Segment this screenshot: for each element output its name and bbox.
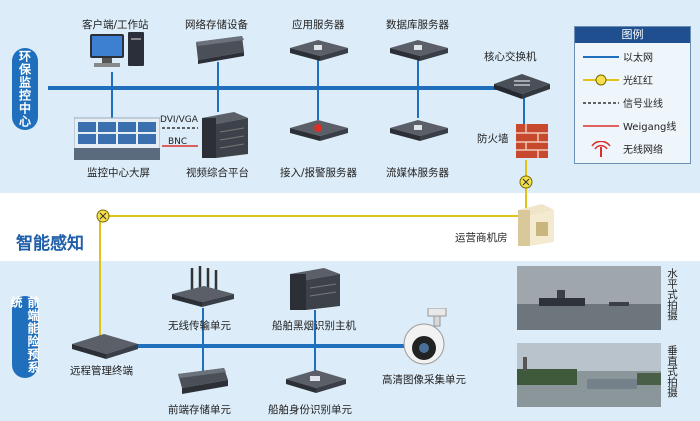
section-label-top: 环保监控中心 [12, 48, 38, 130]
legend-item-signal: 信号业线 [583, 99, 663, 110]
video-platform-label: 视频综合平台 [186, 167, 249, 179]
legend-item-fiber: 光红红 [575, 72, 690, 88]
legend-title: 图例 [575, 27, 690, 43]
front-storage-icon [178, 368, 228, 394]
remote-terminal-label: 远程管理终端 [70, 365, 133, 377]
wireless-unit-label: 无线传输单元 [168, 320, 231, 332]
app-server-label: 应用服务器 [292, 19, 345, 31]
middle-section-title: 智能感知 [16, 234, 84, 254]
section-label-bottom: 前端能险预系统 [9, 296, 40, 378]
wireless-icon [591, 141, 611, 157]
ship-smoke-host-icon [290, 268, 340, 310]
client-workstation-icon [90, 32, 144, 67]
fiber-connector-top [519, 175, 533, 189]
fiber-connector-left [96, 209, 110, 223]
stream-server-icon [390, 120, 448, 141]
core-switch-label: 核心交换机 [484, 51, 537, 63]
access-alarm-server-label: 接入/报警服务器 [280, 167, 358, 179]
front-storage-label: 前端存储单元 [168, 404, 231, 416]
hd-camera-icon [403, 308, 447, 365]
legend-item-weigang: Weigang线 [583, 122, 677, 133]
photo-horizontal-caption: 水平式拍摄 [666, 268, 678, 321]
network-storage-icon [196, 36, 244, 64]
photo-horizontal [517, 266, 661, 330]
legend: 图例 以太网 光红红 信号业线 Weigang线 无线网络 [574, 26, 691, 164]
ship-id-unit-icon [286, 370, 346, 393]
legend-item-wireless: 无线网络 [575, 141, 690, 157]
dvi-vga-label: DVI/VGA [160, 115, 198, 125]
network-storage-label: 网络存储设备 [185, 19, 248, 31]
remote-terminal-icon [72, 334, 138, 359]
wireless-unit-icon [172, 266, 234, 307]
stream-server-label: 流媒体服务器 [386, 167, 449, 179]
legend-item-ethernet: 以太网 [583, 53, 653, 64]
hd-camera-label: 高清图像采集单元 [382, 374, 466, 386]
video-wall-label: 监控中心大屏 [87, 167, 150, 179]
operator-room-icon [518, 204, 554, 246]
db-server-icon [390, 40, 448, 61]
core-switch-icon [494, 74, 550, 99]
firewall-icon [516, 124, 548, 158]
firewall-label: 防火墙 [477, 133, 509, 145]
video-platform-icon [202, 112, 248, 158]
bnc-label: BNC [168, 137, 188, 147]
video-wall-icon [74, 117, 160, 160]
photo-vertical-caption: 垂直式拍摄 [666, 345, 678, 398]
ship-smoke-host-label: 船舶黑烟识别主机 [272, 320, 356, 332]
client-workstation-label: 客户端/工作站 [82, 19, 149, 31]
operator-room-label: 运营商机房 [455, 232, 508, 244]
access-alarm-server-icon [290, 120, 348, 141]
app-server-icon [290, 40, 348, 61]
photo-vertical [517, 343, 661, 407]
ship-id-unit-label: 船舶身份识别单元 [268, 404, 352, 416]
db-server-label: 数据库服务器 [386, 19, 449, 31]
